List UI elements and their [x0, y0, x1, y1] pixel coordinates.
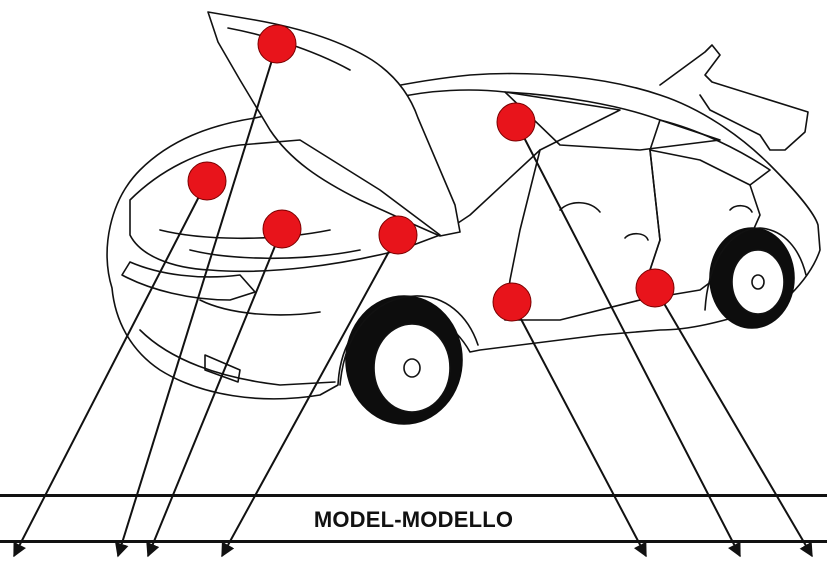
leader-arrow-6: [511, 301, 647, 558]
leader-arrow-5: [221, 234, 399, 558]
leader-arrow-7: [654, 287, 813, 558]
location-marker-4: [262, 209, 302, 249]
car-spoiler: [659, 44, 809, 151]
location-marker-6: [492, 282, 532, 322]
rear-wheel: [709, 227, 795, 329]
location-marker-7: [635, 268, 675, 308]
rear-door-handle: [729, 204, 753, 213]
front-door-handle: [624, 232, 649, 241]
car-open-hood: [207, 11, 461, 237]
leader-arrow-1: [115, 43, 278, 558]
location-marker-1: [257, 24, 297, 64]
leader-arrow-3: [13, 180, 208, 558]
model-bar: MODEL-MODELLO: [0, 494, 827, 543]
side-mirror: [559, 201, 601, 213]
car-grille: [199, 299, 321, 316]
engine-bay-line-2: [189, 249, 361, 260]
location-marker-5: [378, 215, 418, 255]
front-wheel: [345, 295, 463, 425]
location-marker-2: [496, 102, 536, 142]
car-headlight: [121, 261, 256, 301]
fog-light: [204, 354, 241, 383]
leader-arrow-4: [146, 228, 283, 558]
engine-bay-line: [159, 229, 331, 240]
rear-wheel-arch: [704, 227, 807, 311]
car-rear-door: [639, 149, 761, 301]
leader-arrow-2: [515, 121, 741, 558]
location-marker-3: [187, 161, 227, 201]
model-label: MODEL-MODELLO: [313, 507, 514, 532]
front-wheel-arch: [339, 295, 479, 386]
